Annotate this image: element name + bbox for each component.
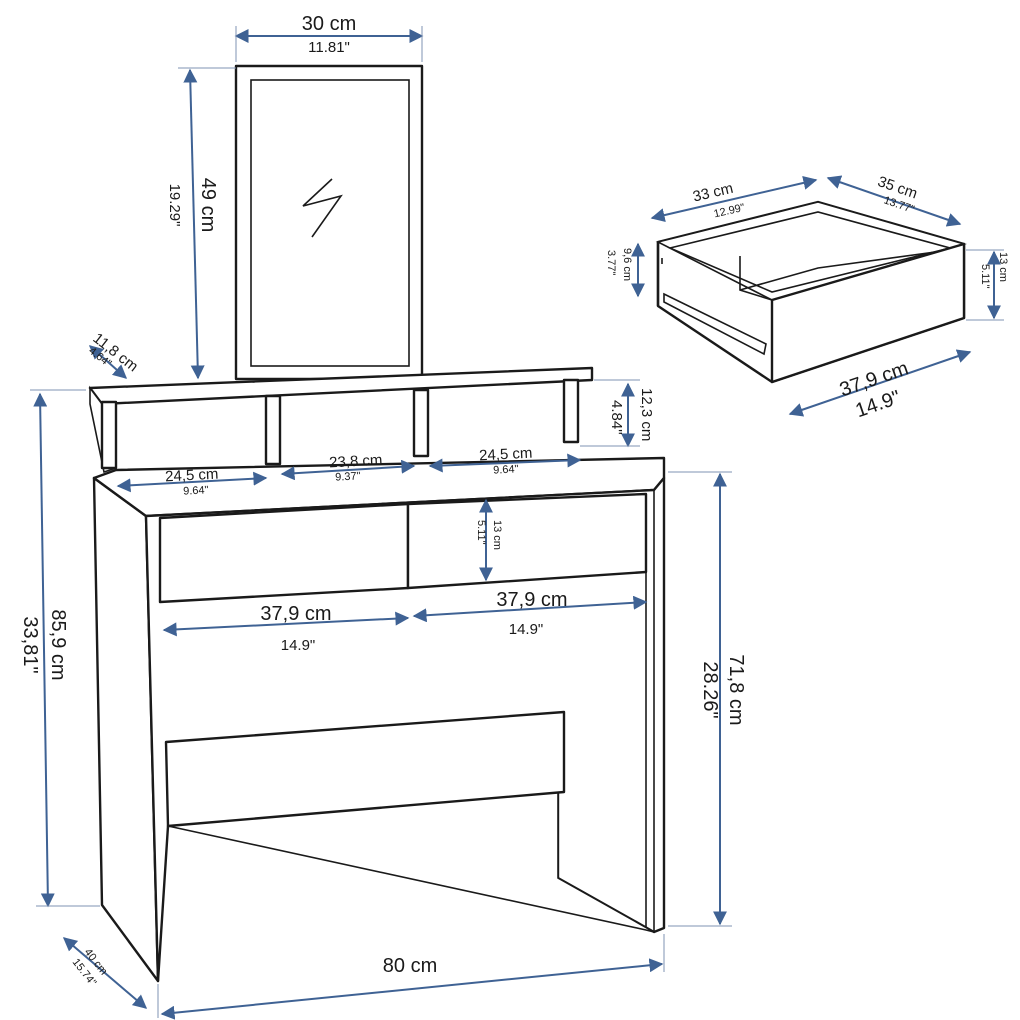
shelf-unit (88, 366, 594, 474)
compartment-mid-in: 9.37" (335, 470, 361, 483)
compartment-left-cm: 24,5 cm (165, 466, 219, 486)
box-inner-height-in: 3.77" (605, 250, 617, 275)
mirror (234, 64, 424, 381)
box-width-in: 12.99" (713, 202, 746, 221)
mirror-width-cm: 30 cm (302, 13, 356, 35)
mirror-height-in: 19.29" (166, 184, 183, 227)
compartment-right-in: 9.64" (493, 463, 519, 476)
mirror-reflection-icon (302, 178, 343, 238)
compartment-left-in: 9.64" (183, 484, 209, 497)
box-width-cm: 33 cm (691, 180, 735, 206)
drawer-front-panel (770, 242, 966, 384)
dimension-lines (30, 26, 1004, 1020)
shelf-height-in: 4.84" (608, 400, 625, 435)
total-height-cm: 85,9 cm (47, 609, 69, 680)
box-height-in: 5.11" (979, 264, 991, 289)
shelf-height-cm: 12,3 cm (638, 388, 655, 441)
table-width-cm: 80 cm (383, 955, 437, 977)
front-drawer-height-in: 5.11" (475, 520, 487, 545)
drawer-right (406, 492, 648, 590)
drawer-left (158, 502, 410, 604)
box-height-cm: 13 cm (997, 252, 1009, 282)
drawer-bottom (164, 710, 566, 828)
table-height-cm: 71,8 cm (725, 654, 747, 725)
drawer-right-width-cm: 37,9 cm (496, 589, 567, 611)
mirror-height-cm: 49 cm (197, 178, 219, 232)
drawer-detail (655, 200, 967, 384)
front-drawer-height-cm: 13 cm (491, 520, 503, 550)
box-inner-height-cm: 9,6 cm (621, 248, 633, 281)
drawer-left-width-cm: 37,9 cm (260, 603, 331, 625)
drawer-right-width-in: 14.9" (509, 621, 544, 638)
mirror-width-in: 11.81" (308, 39, 350, 56)
compartment-mid-cm: 23,8 cm (329, 452, 383, 472)
drawer-rail (663, 292, 767, 356)
drawer-left-width-in: 14.9" (281, 637, 316, 654)
total-height-in: 33,81" (19, 616, 41, 673)
compartment-right-cm: 24,5 cm (479, 445, 533, 465)
table-height-in: 28.26" (699, 661, 721, 718)
